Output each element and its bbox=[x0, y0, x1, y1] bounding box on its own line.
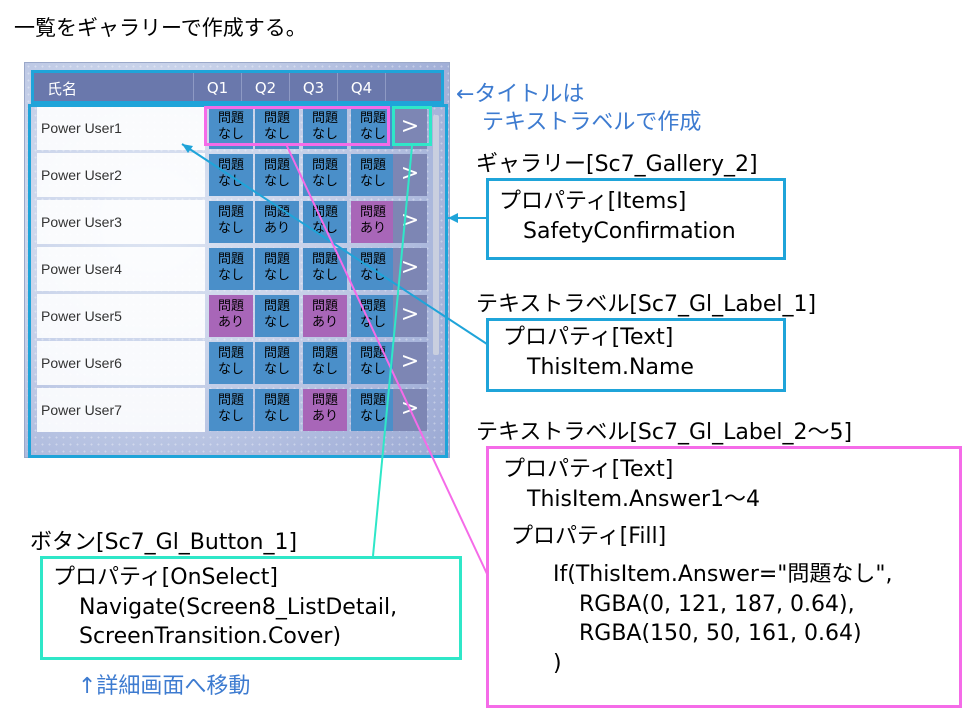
fill-line-4: ) bbox=[553, 651, 562, 677]
answer-label-q1: 問題 なし bbox=[209, 248, 253, 290]
fill-line-2: RGBA(0, 121, 187, 0.64), bbox=[579, 591, 855, 617]
answer-label-q1: 問題 なし bbox=[209, 389, 253, 431]
gallery-label: ギャラリー[Sc7_Gallery_2] bbox=[476, 152, 758, 177]
button-outline bbox=[392, 106, 432, 146]
row-name-label: Power User3 bbox=[37, 200, 205, 244]
page-title: 一覧をギャラリーで作成する。 bbox=[14, 16, 307, 40]
answer-label-q1: 問題 あり bbox=[209, 295, 253, 337]
header-q1: Q1 bbox=[193, 73, 241, 103]
answer-label-q3: 問題 なし bbox=[303, 248, 347, 290]
row-name-label: Power User7 bbox=[37, 388, 205, 432]
answer-label-q3: 問題 あり bbox=[303, 389, 347, 431]
answer-label-q2: 問題 なし bbox=[255, 295, 299, 337]
answer-label-q3: 問題 なし bbox=[303, 107, 347, 149]
row-name-label: Power User5 bbox=[37, 294, 205, 338]
answer-label-q2: 問題 なし bbox=[255, 389, 299, 431]
answer-label-q4: 問題 あり bbox=[351, 201, 395, 243]
gallery-prop-box: プロパティ[Items] SafetyConfirmation bbox=[486, 178, 786, 260]
title-note-line2: テキストラベルで作成 bbox=[482, 110, 702, 135]
row-name-label: Power User6 bbox=[37, 341, 205, 385]
answer-label-q4: 問題 なし bbox=[351, 154, 395, 196]
gallery-outline bbox=[28, 104, 448, 458]
title-outline bbox=[31, 70, 444, 104]
button-prop-box: プロパティ[OnSelect] Navigate(Screen8_ListDet… bbox=[40, 556, 462, 660]
label2-prop-box: プロパティ[Text] ThisItem.Answer1～4 プロパティ[Fil… bbox=[486, 446, 962, 708]
header-spacer bbox=[385, 73, 443, 103]
answer-label-q3: 問題 なし bbox=[303, 154, 347, 196]
detail-button[interactable]: > bbox=[393, 342, 427, 384]
fill-line-1: If(ThisItem.Answer="問題なし", bbox=[553, 562, 893, 588]
row-name-label: Power User4 bbox=[37, 247, 205, 291]
detail-button[interactable]: > bbox=[393, 201, 427, 243]
header-q4: Q4 bbox=[337, 73, 385, 103]
label2-prop-text: プロパティ[Text] bbox=[503, 457, 674, 482]
button-prop: プロパティ[OnSelect] bbox=[53, 565, 278, 590]
answer-label-q2: 問題 なし bbox=[255, 342, 299, 384]
header-name: 氏名 bbox=[47, 79, 78, 98]
label1-value: ThisItem.Name bbox=[527, 354, 694, 380]
answer-label-q2: 問題 なし bbox=[255, 107, 299, 149]
answer-label-q3: 問題 あり bbox=[303, 295, 347, 337]
row-name-label: Power User1 bbox=[37, 106, 205, 150]
answer-label-q1: 問題 なし bbox=[209, 342, 253, 384]
answer-label-q1: 問題 なし bbox=[209, 201, 253, 243]
answer-label-q2: 問題 なし bbox=[255, 154, 299, 196]
gallery-header: 氏名 Q1 Q2 Q3 Q4 bbox=[33, 73, 443, 103]
gallery-prop: プロパティ[Items] bbox=[499, 189, 687, 214]
answer-label-q4: 問題 なし bbox=[351, 342, 395, 384]
button-note: ↑詳細画面へ移動 bbox=[78, 674, 251, 699]
answer-label-q3: 問題 なし bbox=[303, 201, 347, 243]
gallery-scrollbar[interactable] bbox=[433, 115, 439, 355]
button-value-line1: Navigate(Screen8_ListDetail, bbox=[79, 594, 398, 620]
answer-label-q2: 問題 あり bbox=[255, 201, 299, 243]
labels-outline bbox=[204, 106, 390, 146]
fill-line-3: RGBA(150, 50, 161, 0.64) bbox=[579, 621, 862, 647]
answer-label-q2: 問題 なし bbox=[255, 248, 299, 290]
gallery-value: SafetyConfirmation bbox=[523, 218, 736, 244]
label1-label: テキストラベル[Sc7_Gl_Label_1] bbox=[476, 292, 817, 317]
header-q3: Q3 bbox=[289, 73, 337, 103]
title-note-line1: ←タイトルは bbox=[456, 82, 585, 107]
answer-label-q1: 問題 なし bbox=[209, 107, 253, 149]
answer-label-q3: 問題 なし bbox=[303, 342, 347, 384]
label2-value-text: ThisItem.Answer1～4 bbox=[527, 486, 761, 512]
label2-label: テキストラベル[Sc7_Gl_Label_2～5] bbox=[476, 420, 853, 445]
button-label: ボタン[Sc7_Gl_Button_1] bbox=[30, 530, 298, 555]
label1-prop-box: プロパティ[Text] ThisItem.Name bbox=[486, 318, 786, 392]
label1-prop: プロパティ[Text] bbox=[503, 325, 674, 350]
header-q2: Q2 bbox=[241, 73, 289, 103]
detail-button[interactable]: > bbox=[393, 107, 427, 149]
row-name-label: Power User2 bbox=[37, 153, 205, 197]
label2-prop-fill: プロパティ[Fill] bbox=[511, 524, 667, 550]
button-value-line2: ScreenTransition.Cover) bbox=[79, 624, 342, 650]
